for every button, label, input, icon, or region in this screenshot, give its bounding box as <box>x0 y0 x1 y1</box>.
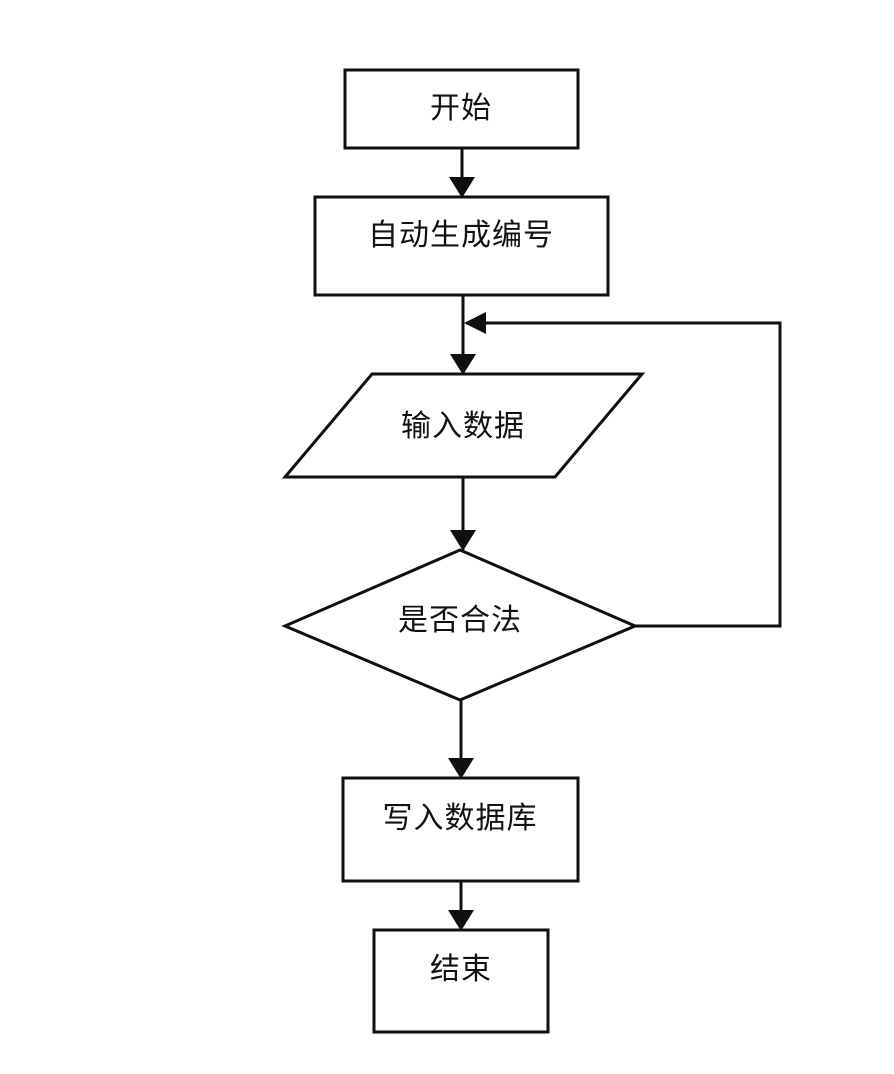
arrow-head-left-icon <box>464 312 486 334</box>
is-valid-decision-shape[interactable] <box>281 548 639 702</box>
node-end[interactable]: 结束 <box>372 928 550 1034</box>
edge-auto-number-to-input <box>450 295 476 375</box>
start-terminator-shape[interactable] <box>343 68 580 150</box>
arrow-head-down-icon <box>450 530 476 551</box>
node-is-valid[interactable]: 是否合法 <box>281 548 639 702</box>
edge-write-db-to-end <box>448 881 474 931</box>
write-db-process-shape[interactable] <box>341 776 580 883</box>
edge-start-to-auto-number <box>449 148 475 198</box>
arrow-head-down-icon <box>448 758 474 779</box>
edge-line <box>466 321 782 628</box>
arrow-head-down-icon <box>448 910 474 931</box>
edge-decision-loop-back <box>464 312 782 628</box>
arrow-head-down-icon <box>450 354 476 375</box>
edge-input-to-decision <box>450 477 476 551</box>
node-auto-number[interactable]: 自动生成编号 <box>313 195 610 297</box>
edge-decision-to-write-db <box>448 700 474 779</box>
end-terminator-shape[interactable] <box>372 928 550 1034</box>
start-label: 开始 <box>430 92 492 125</box>
arrow-head-down-icon <box>449 177 475 198</box>
auto-number-label: 自动生成编号 <box>368 219 554 252</box>
flowchart-nodes: 开始 自动生成编号 输入数据 是否合法 写入数据库 结束 <box>281 68 646 1034</box>
is-valid-label: 是否合法 <box>398 604 522 637</box>
node-write-db[interactable]: 写入数据库 <box>341 776 580 883</box>
input-data-label: 输入数据 <box>401 410 525 443</box>
flowchart-edges <box>448 148 782 931</box>
auto-number-process-shape[interactable] <box>313 195 610 297</box>
node-start[interactable]: 开始 <box>343 68 580 150</box>
write-db-label: 写入数据库 <box>383 802 538 835</box>
input-data-io-shape[interactable] <box>281 372 646 479</box>
node-input-data[interactable]: 输入数据 <box>281 372 646 479</box>
end-label: 结束 <box>430 953 492 986</box>
